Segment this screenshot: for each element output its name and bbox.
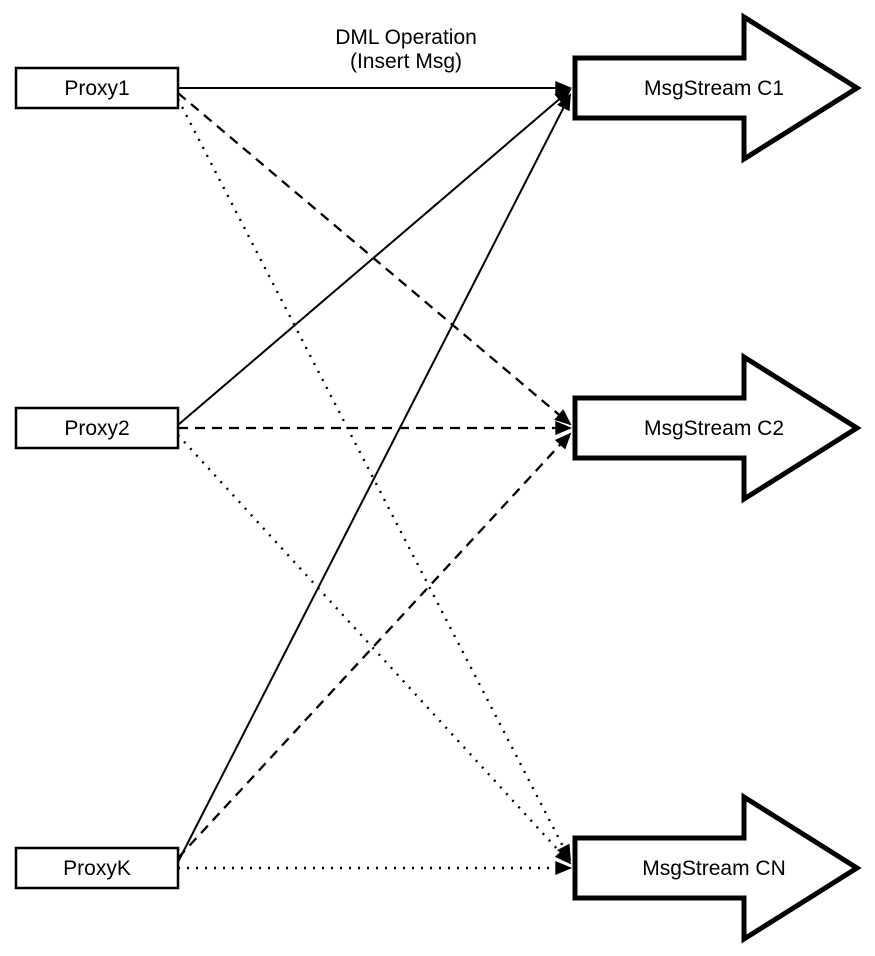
node-msgstream-c1 <box>572 12 862 164</box>
node-msgstream-cn <box>572 792 862 944</box>
node-proxyk-label: ProxyK <box>63 857 131 880</box>
edge-proxy1-c2-dashed <box>177 92 572 426</box>
node-msgstream-c1-label: MsgStream C1 <box>644 77 784 100</box>
edge-proxyk-c1-solid <box>177 93 571 863</box>
node-msgstream-c2 <box>572 352 862 504</box>
node-proxy1 <box>14 66 180 110</box>
edge-label-line1: DML Operation <box>335 26 477 49</box>
edge-label-line2: (Insert Msg) <box>350 50 462 73</box>
node-msgstream-cn-label: MsgStream CN <box>642 857 786 880</box>
node-msgstream-c2-label: MsgStream C2 <box>644 417 784 440</box>
edge-proxy2-cn-dotted <box>177 434 572 865</box>
node-proxyk <box>14 846 180 890</box>
edge-proxyk-c2-dashed <box>177 432 572 859</box>
node-proxy2 <box>14 406 180 450</box>
node-proxy1-label: Proxy1 <box>64 77 129 100</box>
node-proxy2-label: Proxy2 <box>64 417 129 440</box>
